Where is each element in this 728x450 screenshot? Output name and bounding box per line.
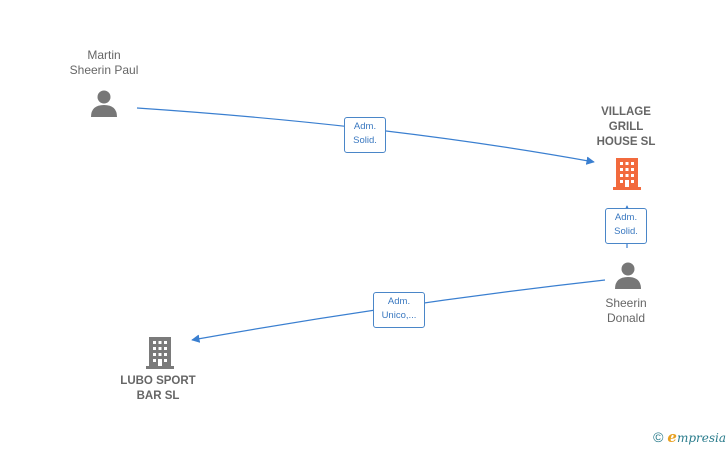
person-icon[interactable] bbox=[89, 88, 119, 118]
brand-footer: © empresia bbox=[653, 428, 726, 446]
edge-label-sheerin-lubo[interactable]: Adm. Unico,... bbox=[373, 292, 425, 328]
copyright-icon: © bbox=[653, 429, 664, 445]
edge-label-sheerin-village[interactable]: Adm. Solid. bbox=[605, 208, 647, 244]
node-lubo-label: LUBO SPORT BAR SL bbox=[120, 375, 196, 402]
node-martin-label: Martin Sheerin Paul bbox=[69, 48, 139, 77]
node-village-label: VILLAGE GRILL HOUSE SL bbox=[596, 106, 656, 148]
building-icon[interactable] bbox=[144, 335, 176, 369]
edge-label-martin-village[interactable]: Adm. Solid. bbox=[344, 117, 386, 153]
brand-logo[interactable]: empresia bbox=[667, 428, 726, 446]
node-sheerin-label: Sheerin Donald bbox=[605, 296, 647, 325]
person-icon[interactable] bbox=[613, 260, 643, 290]
building-icon[interactable] bbox=[611, 156, 643, 190]
